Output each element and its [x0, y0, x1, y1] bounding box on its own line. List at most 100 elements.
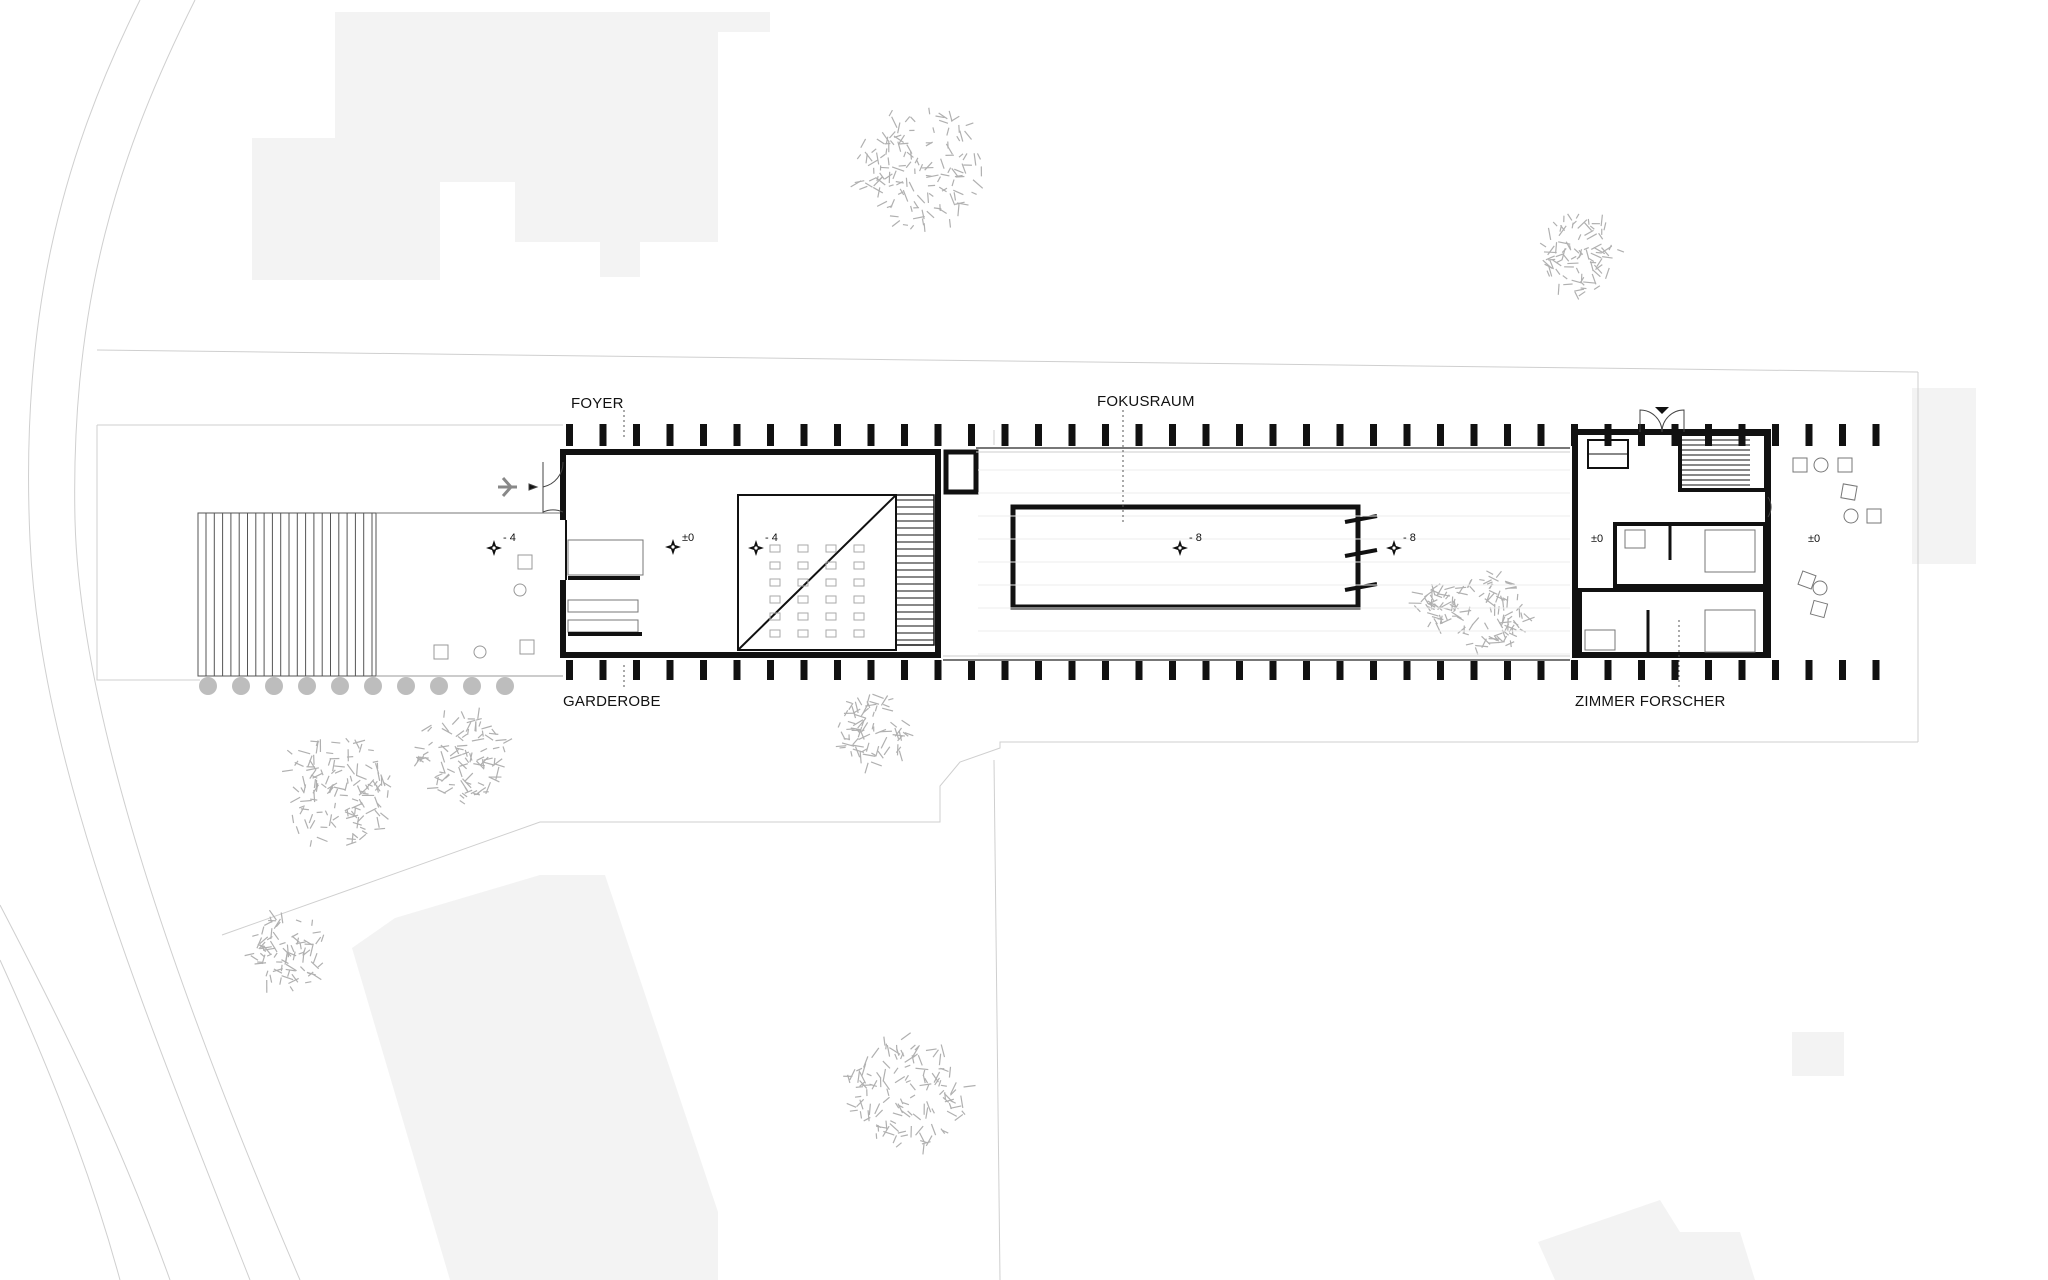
- seat: [825, 561, 837, 570]
- seat: [825, 578, 837, 587]
- seat: [797, 612, 809, 621]
- column: [934, 660, 942, 680]
- column: [700, 660, 707, 680]
- column: [1102, 424, 1109, 446]
- tree-canopy-icon: [244, 909, 325, 993]
- neighbor-building: [1538, 1200, 1755, 1280]
- column: [1403, 660, 1411, 680]
- label-fokusraum: FOKUSRAUM: [1097, 393, 1195, 410]
- column: [1202, 424, 1210, 446]
- trees: [244, 107, 1625, 1155]
- column: [1169, 424, 1176, 446]
- tree-canopy-icon: [1539, 213, 1625, 300]
- column: [834, 424, 841, 446]
- neighbor-buildings: [252, 12, 1976, 1280]
- column: [1303, 424, 1310, 446]
- column: [1638, 660, 1645, 680]
- seat: [853, 544, 865, 553]
- column: [1470, 660, 1478, 680]
- level-rooms: ±0: [1591, 533, 1603, 545]
- column: [767, 660, 774, 680]
- column: [968, 424, 975, 446]
- level-pool: - 8: [1189, 532, 1202, 544]
- tree-canopy-icon: [850, 107, 984, 232]
- column: [666, 424, 674, 446]
- column: [666, 660, 674, 680]
- tree-canopy-icon: [1439, 570, 1535, 655]
- column: [1537, 424, 1545, 446]
- column: [1001, 424, 1009, 446]
- column: [1303, 660, 1310, 680]
- hedge-shrub: [397, 677, 415, 695]
- foyer-block: [559, 449, 979, 658]
- column: [1202, 660, 1210, 680]
- column: [1370, 660, 1377, 680]
- seat: [769, 578, 781, 587]
- seat: [853, 595, 865, 604]
- column: [901, 424, 908, 446]
- hedge-shrub: [331, 677, 349, 695]
- column: [1236, 424, 1243, 446]
- seat: [825, 595, 837, 604]
- column: [700, 424, 707, 446]
- column: [1035, 660, 1042, 680]
- seat: [797, 561, 809, 570]
- hedge-shrub: [298, 677, 316, 695]
- label-zimmer-forscher: ZIMMER FORSCHER: [1575, 693, 1726, 710]
- seat: [769, 629, 781, 638]
- seat: [769, 561, 781, 570]
- west-terrace: [197, 512, 563, 695]
- column: [1135, 660, 1143, 680]
- hedge-shrub: [430, 677, 448, 695]
- column: [1035, 424, 1042, 446]
- column: [1403, 424, 1411, 446]
- column: [767, 424, 774, 446]
- hedge-shrub: [496, 677, 514, 695]
- level-foyer: ±0: [682, 532, 694, 544]
- column: [800, 660, 808, 680]
- column: [934, 424, 942, 446]
- column: [1537, 660, 1545, 680]
- column: [1269, 660, 1277, 680]
- seat: [825, 629, 837, 638]
- column: [834, 660, 841, 680]
- seat: [769, 544, 781, 553]
- seat: [797, 595, 809, 604]
- column: [1772, 660, 1779, 680]
- level-pool-east: - 8: [1403, 532, 1416, 544]
- hedge-shrub: [364, 677, 382, 695]
- column: [1872, 424, 1880, 446]
- hedge-shrub: [199, 677, 217, 695]
- column: [733, 660, 741, 680]
- level-auditorium: - 4: [765, 532, 778, 544]
- column: [1336, 424, 1344, 446]
- column: [1504, 424, 1511, 446]
- entrance-door-icon: [498, 461, 564, 513]
- seat: [853, 612, 865, 621]
- column: [1772, 424, 1779, 446]
- column: [1370, 424, 1377, 446]
- column: [968, 660, 975, 680]
- hedge-shrub: [265, 677, 283, 695]
- column: [1604, 660, 1612, 680]
- column: [599, 424, 607, 446]
- hedge-shrub: [463, 677, 481, 695]
- fokusraum-hall: [943, 447, 1570, 661]
- seat: [853, 578, 865, 587]
- section-markers: [623, 410, 1680, 690]
- terrace-furniture: [433, 554, 535, 660]
- column: [1169, 660, 1176, 680]
- level-patio: ±0: [1808, 533, 1820, 545]
- level-markers: [486, 539, 1402, 556]
- neighbor-building: [1792, 1032, 1844, 1076]
- column: [1470, 424, 1478, 446]
- column: [1805, 424, 1813, 446]
- east-patio: [1792, 457, 1882, 619]
- column: [1236, 660, 1243, 680]
- tree-canopy-icon: [282, 737, 392, 847]
- label-foyer: FOYER: [571, 395, 624, 412]
- neighbor-building: [352, 875, 718, 1280]
- column: [1805, 660, 1813, 680]
- column: [566, 424, 573, 446]
